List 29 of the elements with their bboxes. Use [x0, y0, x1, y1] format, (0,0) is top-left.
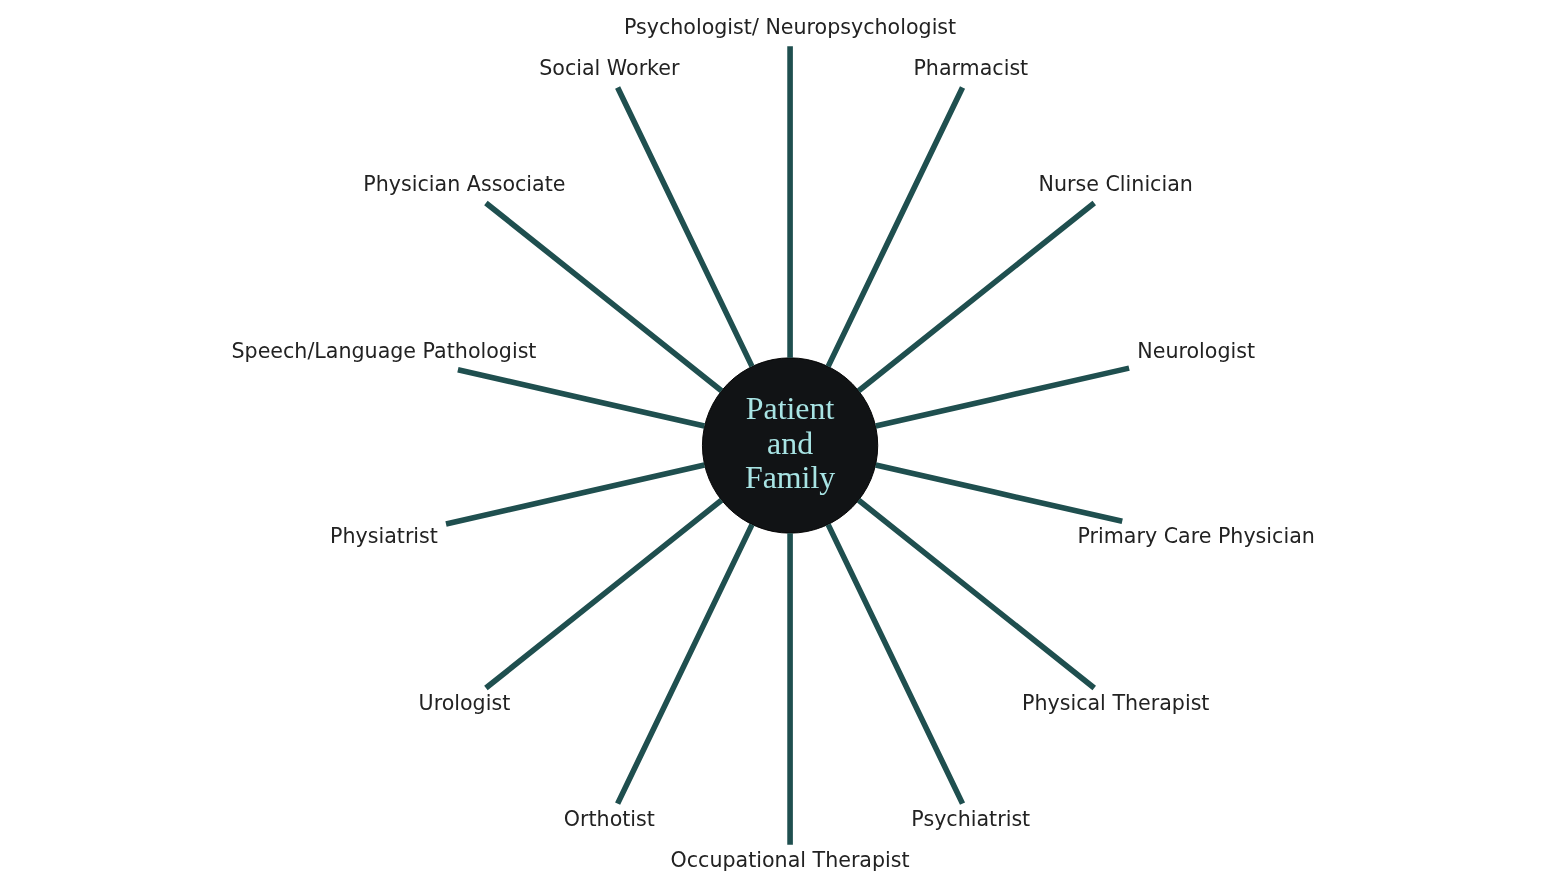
connector: [786, 533, 793, 845]
node-text: Primary Care Physician: [1076, 524, 1315, 549]
node-text: Pharmacist: [912, 56, 1028, 81]
connector: [856, 200, 1096, 393]
connector: [825, 523, 965, 805]
node-circle: Patient and Family: [701, 357, 878, 534]
connector: [456, 366, 705, 429]
node-text: Psychiatrist: [910, 807, 1030, 832]
connector: [825, 86, 965, 368]
node-text: Physiatrist: [329, 524, 438, 549]
connector: [874, 365, 1130, 429]
node-text: Orthotist: [563, 807, 655, 832]
connector: [614, 86, 754, 368]
connector: [483, 200, 723, 393]
node-text: Speech/Language Pathologist: [231, 339, 536, 364]
node-text: Nurse Clinician: [1038, 172, 1193, 197]
connector: [786, 46, 793, 358]
node-text: Physical Therapist: [1021, 691, 1209, 716]
connector: [856, 498, 1096, 691]
node-text: Urologist: [418, 691, 510, 716]
node-text: Neurologist: [1136, 339, 1255, 364]
node-text: Psychologist/ Neuropsychologist: [623, 15, 956, 40]
node-text: Occupational Therapist: [670, 848, 910, 873]
connector: [614, 523, 754, 805]
node-text: Physician Associate: [362, 172, 565, 197]
connector: [874, 462, 1123, 525]
connector: [444, 462, 705, 527]
node-text: Social Worker: [538, 56, 679, 81]
connector: [483, 498, 723, 691]
